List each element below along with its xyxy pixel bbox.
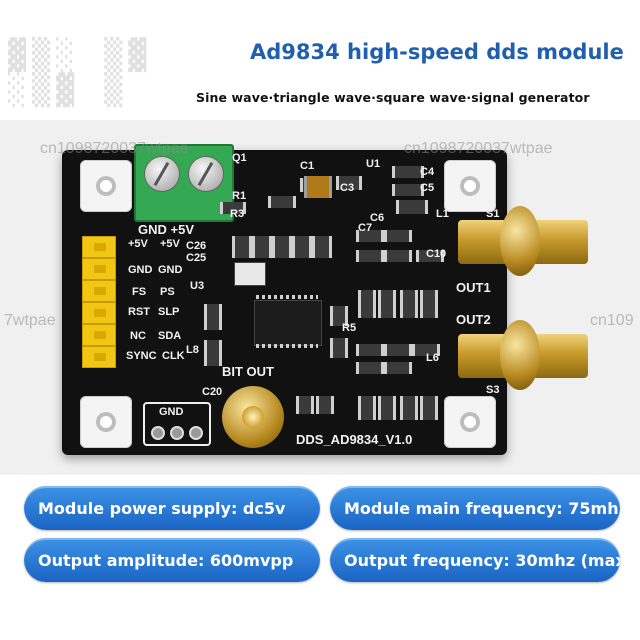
ref-label: R5 [342, 322, 357, 334]
ref-label: C4 [420, 166, 435, 178]
header-pin [82, 346, 116, 368]
ref-label: L1 [436, 208, 449, 220]
ref-label: C7 [358, 222, 373, 234]
watermark-mid-left: 7wtpae [4, 312, 56, 329]
header-pin [82, 324, 116, 346]
pin-label: SYNC [126, 350, 157, 362]
pin-label: SDA [158, 330, 182, 342]
ref-label: Q1 [232, 152, 247, 164]
spec-label: Module main frequency: 75mhz [344, 498, 620, 518]
sma-nut [500, 320, 540, 390]
ref-label: L8 [186, 344, 199, 356]
spec-label: Output frequency: 30mhz (max [344, 550, 620, 570]
screw-icon [144, 156, 180, 192]
gnd-header-label: GND [159, 406, 184, 418]
header-pin [82, 258, 116, 280]
sma-center [242, 406, 264, 428]
watermark-left: cn1098720037wtpae [40, 140, 189, 157]
screw-terminal [134, 144, 234, 222]
pin-hole [189, 426, 203, 440]
product-subtitle: Sine wave·triangle wave·square wave·sign… [196, 90, 590, 105]
chip-pins [256, 295, 318, 299]
ref-label: C20 [202, 386, 223, 398]
ref-label: C5 [420, 182, 435, 194]
pin-label: SLP [158, 306, 180, 318]
ref-label: L6 [426, 352, 439, 364]
pin-label: GND [128, 264, 153, 276]
header-pin [82, 236, 116, 258]
ref-label: R3 [230, 208, 245, 220]
ref-label: C6 [370, 212, 385, 224]
mounting-hole-bottom-right [444, 396, 496, 448]
spec-power-supply: Module power supply: dc5v [24, 486, 320, 530]
pin-hole [151, 426, 165, 440]
mounting-hole-top-left [80, 160, 132, 212]
pin-hole [170, 426, 184, 440]
sma-nut [500, 206, 540, 276]
pin-label: FS [132, 286, 147, 298]
ref-label: S1 [486, 208, 500, 220]
header-pin [82, 302, 116, 324]
ref-label: U1 [366, 158, 381, 170]
spec-output-frequency: Output frequency: 30mhz (max [330, 538, 620, 582]
pin-label: PS [160, 286, 175, 298]
terminal-label: GND +5V [138, 222, 194, 237]
ref-label: C1 [300, 160, 315, 172]
watermark-right: cn1098720037wtpae [404, 140, 553, 157]
pin-label: +5V [160, 238, 180, 250]
pin-label: GND [158, 264, 183, 276]
ref-label: R1 [232, 190, 247, 202]
ref-label: C3 [340, 182, 355, 194]
ref-label: U3 [190, 280, 205, 292]
out1-label: OUT1 [456, 280, 491, 295]
spec-output-amplitude: Output amplitude: 600mvpp [24, 538, 320, 582]
screw-icon [188, 156, 224, 192]
product-title: Ad9834 high-speed dds module [250, 40, 624, 64]
pin-label: NC [130, 330, 146, 342]
spec-label: Output amplitude: 600mvpp [38, 550, 294, 570]
spec-main-frequency: Module main frequency: 75mhz [330, 486, 620, 530]
chip-pins [256, 344, 318, 348]
mounting-hole-bottom-left [80, 396, 132, 448]
ref-label: C25 [186, 252, 207, 264]
header-pin [82, 280, 116, 302]
board-name: DDS_AD9834_V1.0 [296, 432, 413, 447]
blurred-logo: ▓▒░ ▒▓░▒▓ ▒ [8, 38, 153, 108]
bit-out-label: BIT OUT [222, 364, 274, 379]
watermark-mid-right: cn109 [590, 312, 634, 329]
ref-label: S3 [486, 384, 500, 396]
ref-label: C10 [426, 248, 447, 260]
pin-label: RST [128, 306, 150, 318]
pin-label: +5V [128, 238, 148, 250]
spec-label: Module power supply: dc5v [38, 498, 286, 518]
mounting-hole-top-right [444, 160, 496, 212]
dds-chip [254, 300, 322, 346]
oscillator [234, 262, 266, 286]
pin-label: CLK [162, 350, 185, 362]
ref-label: C26 [186, 240, 207, 252]
out2-label: OUT2 [456, 312, 491, 327]
gnd-header: GND [143, 402, 211, 446]
